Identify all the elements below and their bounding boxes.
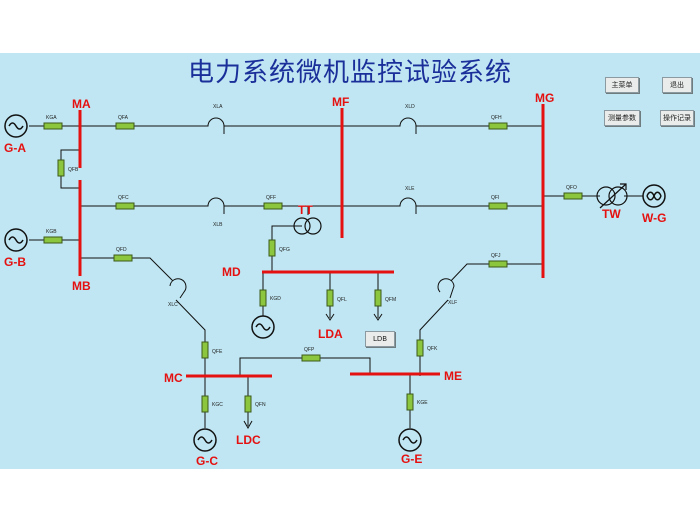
- generator-ga-icon[interactable]: [4, 114, 28, 138]
- breaker-label-qfd: QFD: [116, 247, 127, 253]
- breaker-label-qfo: QFO: [566, 185, 577, 191]
- gen-label-ga: G-A: [4, 141, 26, 155]
- arrow-lda: [325, 313, 335, 321]
- breaker-label-qfi: QFI: [491, 195, 499, 201]
- breaker-label-qfg: QFG: [279, 247, 290, 253]
- bus-label-me: ME: [444, 369, 462, 383]
- breaker-label-kgd: KGD: [270, 296, 281, 302]
- reactor-label-xla: XLA: [213, 104, 223, 110]
- breaker-qfp[interactable]: [301, 354, 321, 362]
- breaker-label-qff: QFF: [266, 195, 276, 201]
- breaker-qff[interactable]: [263, 202, 283, 210]
- gen-label-gb: G-B: [4, 255, 26, 269]
- breaker-kgc[interactable]: [201, 395, 209, 413]
- breaker-qfh[interactable]: [488, 122, 508, 130]
- breaker-qfg[interactable]: [268, 239, 276, 257]
- breaker-label-qfl: QFL: [337, 297, 347, 303]
- breaker-qfd[interactable]: [113, 254, 133, 262]
- generator-gb-icon[interactable]: [4, 228, 28, 252]
- reactor-label-xle: XLE: [405, 186, 415, 192]
- reactor-xlb[interactable]: [207, 197, 225, 214]
- breaker-kgb[interactable]: [43, 236, 63, 244]
- load-label-ldc: LDC: [236, 433, 261, 447]
- reactor-label-xlb: XLB: [213, 222, 223, 228]
- breaker-label-kgb: KGB: [46, 229, 57, 235]
- reactor-xla[interactable]: [207, 117, 225, 134]
- reactor-xld[interactable]: [399, 117, 417, 134]
- generator-gd-icon[interactable]: [251, 315, 275, 339]
- breaker-label-qfm: QFM: [385, 297, 396, 303]
- generator-wg-icon[interactable]: [642, 184, 666, 208]
- line-tt-md: [271, 225, 302, 272]
- operation-log-button[interactable]: 操作记录: [660, 110, 694, 126]
- breaker-label-qfc: QFC: [118, 195, 129, 201]
- breaker-qfn[interactable]: [244, 395, 252, 413]
- line-xlc-mc: [175, 299, 206, 376]
- breaker-qfb[interactable]: [57, 159, 65, 177]
- reactor-label-xlf: XLF: [448, 300, 457, 306]
- reactor-label-xlc: XLC: [168, 302, 178, 308]
- breaker-label-qfh: QFH: [491, 115, 502, 121]
- reactor-xlc[interactable]: [169, 278, 187, 299]
- bus-label-ma: MA: [72, 97, 91, 111]
- breaker-qfl[interactable]: [326, 289, 334, 307]
- line-mg-xlf: [447, 263, 543, 285]
- breaker-qfa[interactable]: [115, 122, 135, 130]
- gen-label-ge: G-E: [401, 452, 422, 466]
- breaker-label-qfp: QFP: [304, 347, 315, 353]
- breaker-label-kga: KGA: [46, 115, 57, 121]
- ldb-button[interactable]: LDB: [365, 331, 395, 347]
- bus-label-mg: MG: [535, 91, 554, 105]
- breaker-qfo[interactable]: [563, 192, 583, 200]
- transformer-tt-icon[interactable]: [293, 217, 322, 235]
- breaker-label-qfe: QFE: [212, 349, 223, 355]
- breaker-qfi[interactable]: [488, 202, 508, 210]
- line-xlf-me: [419, 299, 449, 376]
- measure-params-button[interactable]: 测量参数: [604, 110, 640, 126]
- bus-label-mf: MF: [332, 95, 349, 109]
- generator-ge-icon[interactable]: [398, 428, 422, 452]
- bus-label-mc: MC: [164, 371, 183, 385]
- reactor-label-xld: XLD: [405, 104, 415, 110]
- breaker-qfe[interactable]: [201, 341, 209, 359]
- reactor-xle[interactable]: [399, 197, 417, 214]
- breaker-qfm[interactable]: [374, 289, 382, 307]
- page-title: 电力系统微机监控试验系统: [187, 58, 512, 88]
- breaker-label-qfn: QFN: [255, 402, 266, 408]
- arrow-qfm: [373, 313, 383, 321]
- gen-label-gc: G-C: [196, 454, 218, 468]
- arrow-ldc: [243, 420, 253, 430]
- reactor-xlf[interactable]: [437, 278, 455, 299]
- breaker-qfj[interactable]: [488, 260, 508, 268]
- main-menu-button[interactable]: 主菜单: [605, 77, 639, 93]
- breaker-label-qfa: QFA: [118, 115, 129, 121]
- breaker-kga[interactable]: [43, 122, 63, 130]
- bus-label-mb: MB: [72, 279, 91, 293]
- breaker-qfc[interactable]: [115, 202, 135, 210]
- generator-gc-icon[interactable]: [193, 428, 217, 452]
- breaker-label-qfj: QFJ: [491, 253, 501, 259]
- breaker-qfk[interactable]: [416, 339, 424, 357]
- breaker-label-qfb: QFB: [68, 167, 79, 173]
- gen-label-wg: W-G: [642, 211, 666, 225]
- bus-label-md: MD: [222, 265, 241, 279]
- transformer-tw-icon[interactable]: [596, 183, 628, 209]
- breaker-label-kgc: KGC: [212, 402, 223, 408]
- exit-button[interactable]: 退出: [662, 77, 692, 93]
- breaker-label-qfk: QFK: [427, 346, 438, 352]
- breaker-kgd[interactable]: [259, 289, 267, 307]
- transformer-label-tw: TW: [602, 207, 621, 221]
- transformer-label-tt: TT: [298, 203, 313, 217]
- breaker-label-kge: KGE: [417, 400, 428, 406]
- breaker-kge[interactable]: [406, 393, 414, 411]
- line-mb-xlc: [80, 257, 177, 285]
- load-label-lda: LDA: [318, 327, 343, 341]
